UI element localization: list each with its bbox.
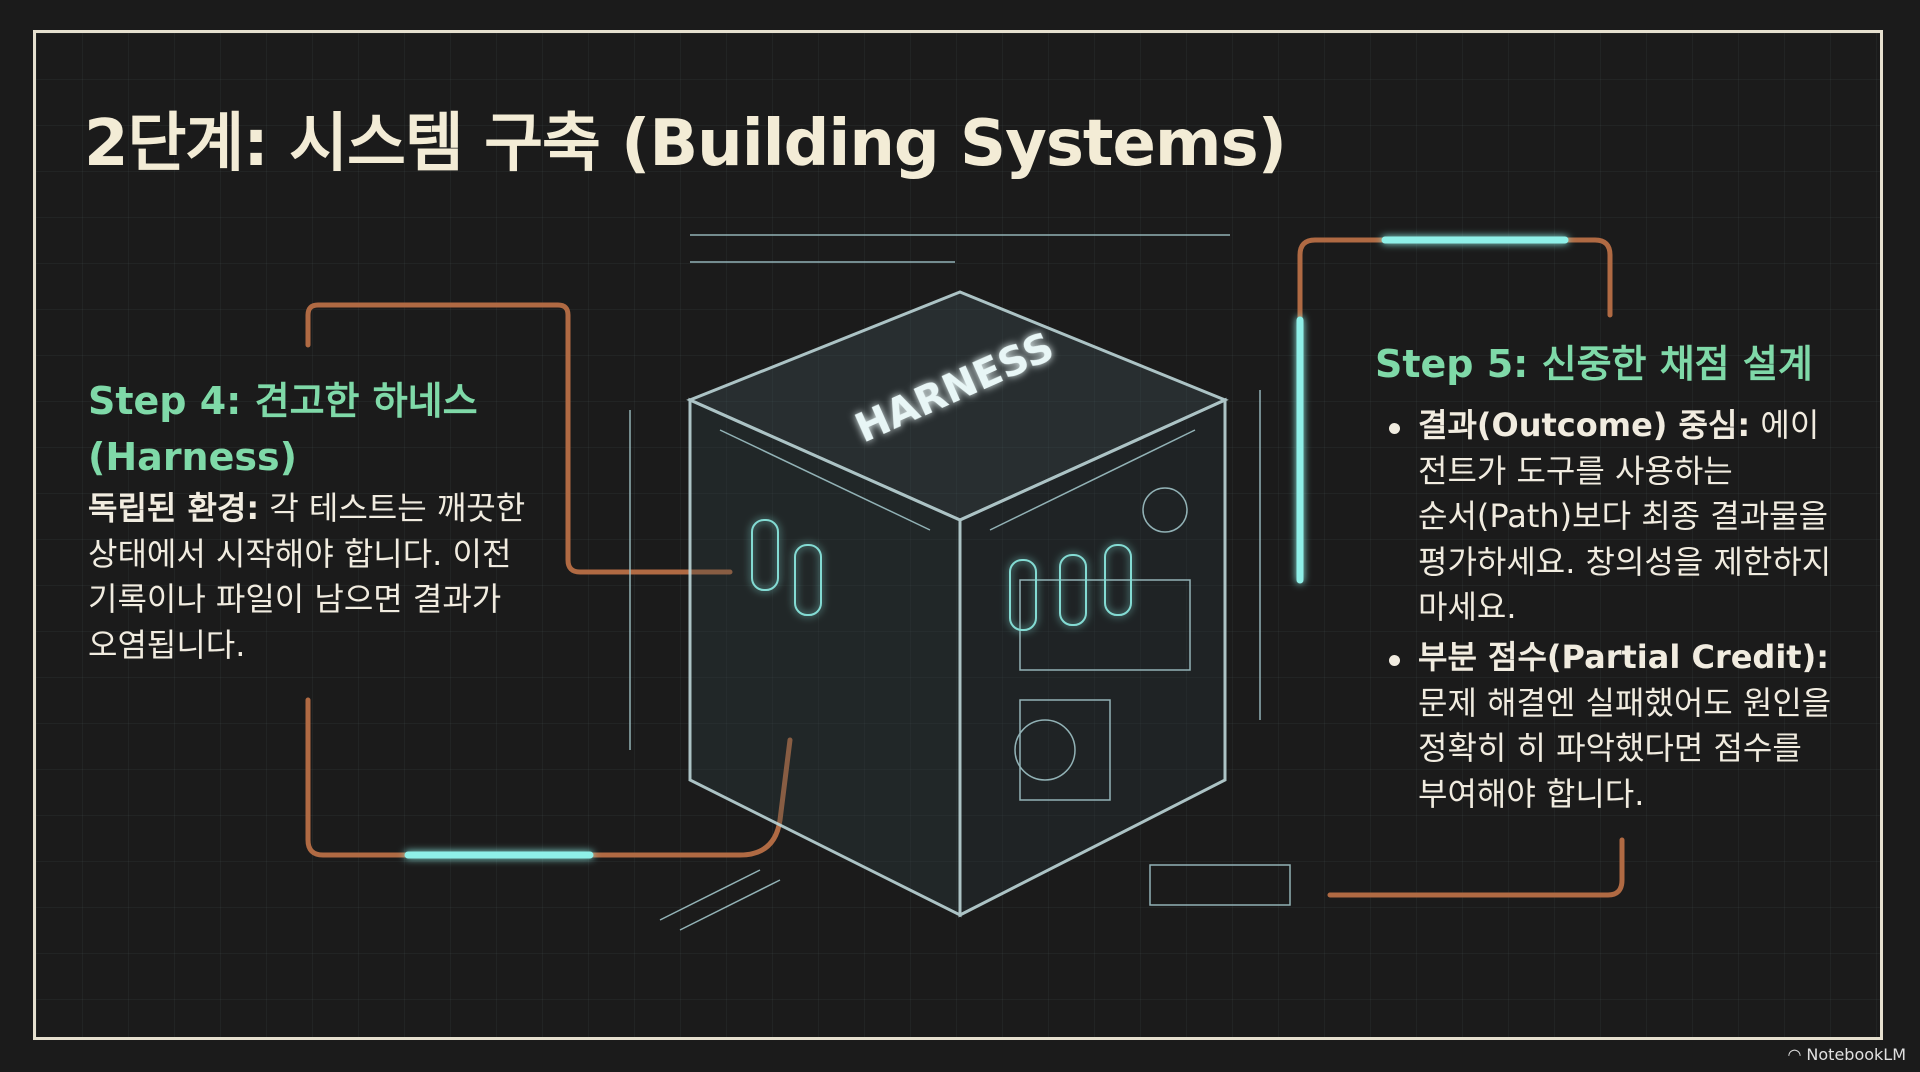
bullet-bold-label: 부분 점수(Partial Credit): — [1418, 638, 1830, 676]
step4-bold-label: 독립된 환경: — [88, 489, 260, 527]
bullet-bold-label: 결과(Outcome) 중심: — [1418, 406, 1751, 444]
bullet-line: 순서(Path)보다 최종 결과물을 — [1418, 497, 1829, 535]
bullet-line: 부여해야 합니다. — [1418, 774, 1645, 813]
step4-line: 상태에서 시작해야 합니다. 이전 — [88, 534, 512, 573]
step5-bullet-partial-credit: 부분 점수(Partial Credit): 문제 해결엔 실패했어도 원인을 … — [1418, 635, 1831, 817]
bullet-line: 문제 해결엔 실패했어도 원인을 — [1418, 683, 1832, 722]
blueprint-grid — [36, 33, 1880, 1037]
step4-body: 독립된 환경: 각 테스트는 깨끗한 상태에서 시작해야 합니다. 이전 기록이… — [88, 486, 525, 668]
step4-heading: Step 4: 견고한 하네스 (Harness) — [88, 373, 478, 485]
step4-line: 오염됩니다. — [88, 625, 246, 664]
bullet-line: 마세요. — [1418, 588, 1517, 626]
glow-tubes — [404, 236, 1569, 859]
step4-heading-line: (Harness) — [88, 435, 297, 479]
step5-bullet-outcome: 결과(Outcome) 중심: 에이 전트가 도구를 사용하는 순서(Path)… — [1418, 403, 1831, 631]
bullet-line: 평가하세요. 창의성을 제한하지 — [1418, 542, 1832, 581]
slide-frame — [33, 30, 1883, 1040]
cube — [629, 234, 1291, 931]
bullet-dot — [1389, 655, 1400, 666]
bullet-line: 정확히 히 파악했다면 점수를 — [1418, 729, 1802, 767]
brand-label: NotebookLM — [1806, 1045, 1906, 1064]
bullet-line: 에이 — [1750, 406, 1820, 444]
notebooklm-watermark: ◠ NotebookLM — [1787, 1045, 1906, 1064]
step5-heading: Step 5: 신중한 채점 설계 — [1375, 342, 1813, 386]
notebooklm-logo-icon: ◠ — [1787, 1045, 1802, 1064]
step4-heading-line: Step 4: 견고한 하네스 — [88, 379, 478, 423]
step4-line: 각 테스트는 깨끗한 — [259, 489, 526, 527]
slide-title: 2단계: 시스템 구축 (Building Systems) — [84, 107, 1287, 181]
step4-line: 기록이나 파일이 남으면 결과가 — [88, 580, 502, 618]
bullet-line: 전트가 도구를 사용하는 — [1418, 451, 1733, 490]
bullet-dot — [1389, 423, 1400, 434]
